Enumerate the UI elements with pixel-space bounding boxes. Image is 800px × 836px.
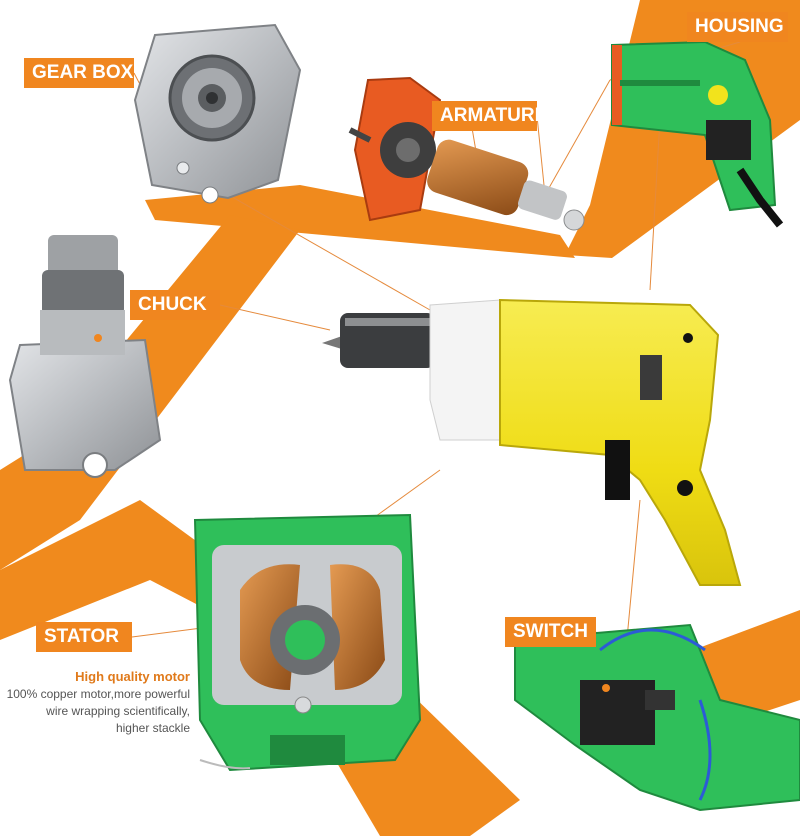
housing-image: [611, 40, 784, 228]
gear-box-image: [133, 23, 302, 204]
motor-line: higher stackle: [115, 721, 190, 735]
motor-description: High quality motor 100% copper motor,mor…: [0, 668, 190, 737]
motor-line: 100% copper motor,more powerful: [6, 687, 190, 701]
band-middle: [145, 185, 575, 258]
housing-label: HOUSING: [687, 12, 788, 42]
armature-image: [348, 76, 585, 231]
chuck-image: [8, 235, 162, 478]
switch-image: [514, 623, 800, 812]
gear-box-label: GEAR BOX: [24, 58, 134, 88]
motor-title: High quality motor: [75, 669, 190, 684]
switch-label: SWITCH: [505, 617, 596, 647]
motor-line: wire wrapping scientifically,: [46, 704, 190, 718]
stator-label: STATOR: [36, 622, 132, 652]
stator-image: [193, 513, 422, 772]
drill-image: [322, 298, 742, 586]
armature-label: ARMATURE: [432, 101, 547, 131]
chuck-label: CHUCK: [130, 290, 220, 320]
